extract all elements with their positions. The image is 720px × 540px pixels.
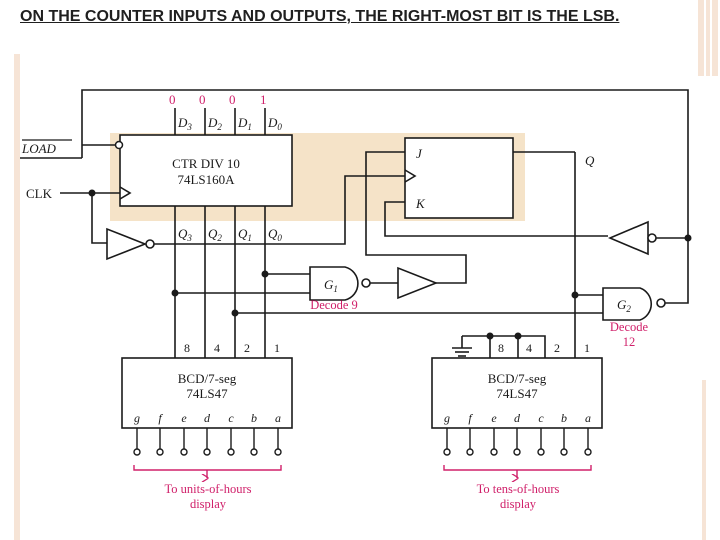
dl-seg-g: g: [134, 411, 140, 425]
dr-seg-c: c: [538, 411, 544, 425]
counter-input-d2: D2: [207, 115, 222, 132]
decoder-right-box: [431, 357, 603, 429]
dl-seg-e: e: [181, 411, 187, 425]
gate-g2-caption-line2: 12: [623, 335, 636, 349]
ff-j-label: J: [416, 146, 423, 161]
gate-g2: [602, 287, 652, 321]
dr-weight-1: 1: [584, 341, 590, 355]
dr-weight-4: 4: [526, 341, 532, 355]
dl-seg-c: c: [228, 411, 234, 425]
jk-flipflop: [404, 137, 514, 219]
counter-input-d3: D3: [177, 115, 192, 132]
dl-weight-1: 1: [274, 341, 280, 355]
counter-box: [119, 134, 293, 207]
dl-seg-f: f: [158, 411, 163, 425]
wire-clk-down: [91, 193, 107, 244]
gate-g1: [309, 266, 359, 301]
counter-output-q3: Q3: [178, 226, 192, 243]
counter-output-q0: Q0: [268, 226, 282, 243]
decoder-right-line2: 74LS47: [496, 386, 538, 401]
wire-top-loop: [81, 89, 689, 238]
left-accent-bar: [14, 54, 20, 540]
preset-d3: 0: [169, 92, 176, 107]
ff-q-label: Q: [585, 153, 595, 168]
dr-weight-8: 8: [498, 341, 504, 355]
counter-output-q1: Q1: [238, 226, 252, 243]
dr-seg-a: a: [585, 411, 591, 425]
dl-weight-2: 2: [244, 341, 250, 355]
clk-inverter: [106, 227, 148, 261]
dl-weight-8: 8: [184, 341, 190, 355]
decoder-right-caption-line2: display: [500, 497, 537, 511]
decoder-right-caption-line1: To tens-of-hours: [477, 482, 560, 496]
gate-g1-caption: Decode 9: [310, 298, 358, 312]
clk-label: CLK: [26, 186, 53, 201]
dr-weight-2: 2: [554, 341, 560, 355]
ff-k-label: K: [415, 196, 426, 211]
counter-name-line1: CTR DIV 10: [172, 156, 240, 171]
gate-g2-label: G2: [617, 297, 631, 314]
dl-seg-b: b: [251, 411, 257, 425]
dr-seg-e: e: [491, 411, 497, 425]
preset-d1: 0: [229, 92, 236, 107]
counter-output-q2: Q2: [208, 226, 222, 243]
decoder-left-line1: BCD/7-seg: [178, 371, 237, 386]
decoder-left-line2: 74LS47: [186, 386, 228, 401]
buffer-g1-out: [397, 266, 439, 300]
dl-seg-d: d: [204, 411, 211, 425]
decoder-right-line1: BCD/7-seg: [488, 371, 547, 386]
preset-d2: 0: [199, 92, 206, 107]
right-inverter: [607, 220, 649, 256]
counter-input-d1: D1: [237, 115, 252, 132]
dl-seg-a: a: [275, 411, 281, 425]
gate-g1-label: G1: [324, 277, 338, 294]
counter-input-d0: D0: [267, 115, 282, 132]
dl-weight-4: 4: [214, 341, 220, 355]
gate-g2-caption-line1: Decode: [610, 320, 649, 334]
dr-seg-f: f: [468, 411, 473, 425]
decoder-left-caption-line1: To units-of-hours: [165, 482, 252, 496]
decoder-left-caption-line2: display: [190, 497, 227, 511]
decoder-left-box: [121, 357, 293, 429]
load-label: LOAD: [21, 141, 57, 156]
slide-heading: ON THE COUNTER INPUTS AND OUTPUTS, THE R…: [20, 8, 620, 25]
dr-seg-g: g: [444, 411, 450, 425]
dr-seg-d: d: [514, 411, 521, 425]
right-decoration: [698, 0, 720, 540]
wire-ff-clock: [175, 175, 405, 245]
preset-d0: 1: [260, 92, 267, 107]
counter-name-line2: 74LS160A: [177, 172, 235, 187]
dr-seg-b: b: [561, 411, 567, 425]
